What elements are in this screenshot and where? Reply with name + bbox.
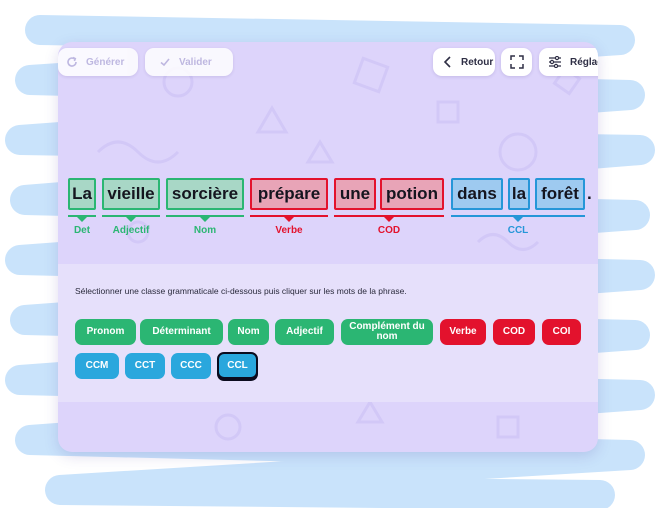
word-potion[interactable]: potion <box>380 178 444 210</box>
class-cod[interactable]: COD <box>493 319 535 345</box>
word-foret[interactable]: forêt <box>535 178 585 210</box>
class-ccl-selected[interactable]: CCL <box>217 352 258 379</box>
settings-label: Réglage <box>570 56 598 68</box>
class-panel: Sélectionner une classe grammaticale ci-… <box>58 264 598 402</box>
instruction-text: Sélectionner une classe grammaticale ci-… <box>75 286 407 296</box>
sliders-icon <box>548 56 562 68</box>
class-ccc[interactable]: CCC <box>171 353 211 379</box>
refresh-icon <box>66 56 78 68</box>
word-une[interactable]: une <box>334 178 376 210</box>
class-ccm[interactable]: CCM <box>75 353 119 379</box>
notch-cod <box>384 217 394 222</box>
settings-button[interactable]: Réglage <box>539 48 598 76</box>
check-icon <box>159 56 171 68</box>
exercise-card: Générer Valider Retour Réglage La vieill… <box>58 42 598 452</box>
back-label: Retour <box>461 56 494 68</box>
notch-adjectif <box>126 217 136 222</box>
word-prepare[interactable]: prépare <box>250 178 328 210</box>
validate-label: Valider <box>179 56 212 68</box>
sentence: La vieille sorcière prépare une potion d… <box>58 178 598 214</box>
notch-verbe <box>284 217 294 222</box>
class-verbe[interactable]: Verbe <box>440 319 486 345</box>
class-determinant[interactable]: Déterminant <box>140 319 223 345</box>
label-cod: COD <box>377 225 401 236</box>
class-pronom[interactable]: Pronom <box>75 319 136 345</box>
notch-det <box>77 217 87 222</box>
label-adjectif: Adjectif <box>112 225 150 236</box>
class-cct[interactable]: CCT <box>125 353 165 379</box>
class-adjectif[interactable]: Adjectif <box>275 319 334 345</box>
class-coi[interactable]: COI <box>542 319 581 345</box>
class-complement-du-nom[interactable]: Complément du nom <box>341 319 433 345</box>
word-dans[interactable]: dans <box>451 178 503 210</box>
bracket-adjectif <box>102 215 160 217</box>
bracket-verbe <box>250 215 328 217</box>
class-nom[interactable]: Nom <box>228 319 269 345</box>
label-nom: Nom <box>193 225 217 236</box>
chevron-left-icon <box>443 56 453 68</box>
notch-ccl <box>513 217 523 222</box>
word-la-2[interactable]: la <box>508 178 530 210</box>
word-sorciere[interactable]: sorcière <box>166 178 244 210</box>
bracket-nom <box>166 215 244 217</box>
sentence-period: . <box>587 184 592 203</box>
bracket-ccl <box>451 215 585 217</box>
generate-button[interactable]: Générer <box>58 48 138 76</box>
word-la[interactable]: La <box>68 178 96 210</box>
bracket-det <box>68 215 96 217</box>
word-vieille[interactable]: vieille <box>102 178 160 210</box>
back-button[interactable]: Retour <box>433 48 495 76</box>
generate-label: Générer <box>86 56 125 68</box>
label-det: Det <box>73 225 91 236</box>
notch-nom <box>200 217 210 222</box>
label-ccl: CCL <box>507 225 529 236</box>
label-verbe: Verbe <box>275 225 303 236</box>
validate-button[interactable]: Valider <box>145 48 233 76</box>
bracket-cod <box>334 215 444 217</box>
fullscreen-icon <box>509 55 524 69</box>
fullscreen-button[interactable] <box>501 48 532 76</box>
